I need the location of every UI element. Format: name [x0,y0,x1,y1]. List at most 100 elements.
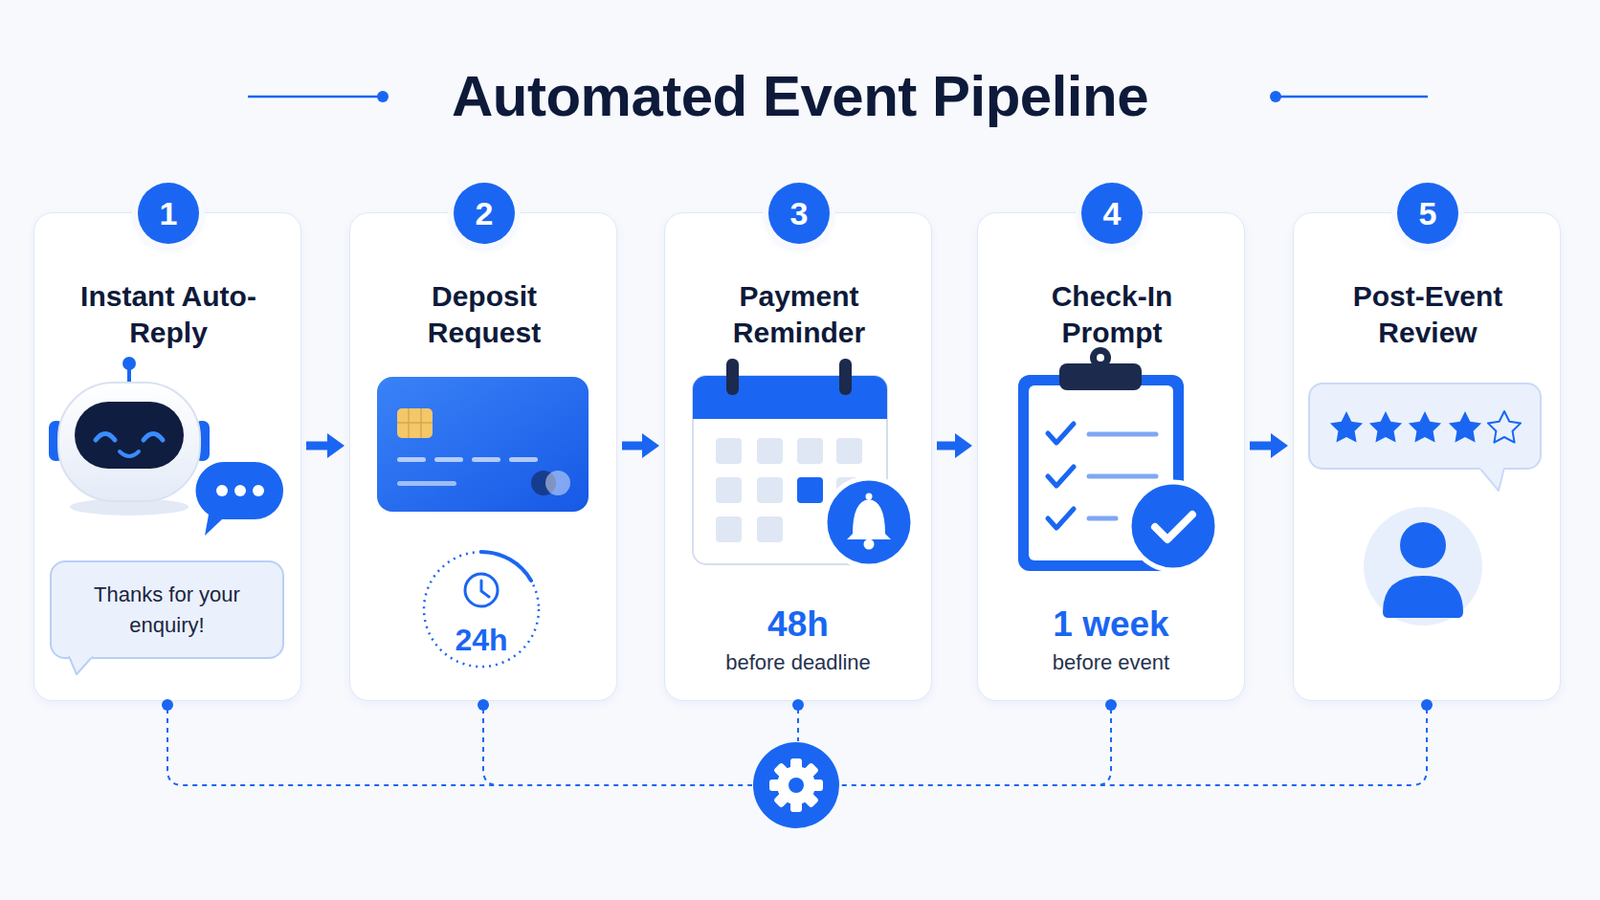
bubble-tail [68,656,93,675]
step-title: Check-In Prompt [1016,278,1208,352]
flow-arrow [622,433,660,459]
arrow-head [1270,433,1289,459]
automation-line [1095,709,1112,786]
bell-badge [824,478,913,567]
calendar-header [692,376,888,420]
card-number-dash [434,457,464,463]
step-number: 1 [137,182,200,245]
calendar-cell [715,438,742,465]
arrow-head [955,433,973,459]
calendar-ring [839,358,852,396]
calendar-cell [836,438,863,465]
rating-star [1448,411,1482,444]
rating-star [1408,411,1442,444]
automation-line [797,709,800,742]
title-dot [377,90,389,103]
speech-bubble: Thanks for your enquiry! [49,560,285,660]
rating-bubble [1309,383,1541,469]
card-number-dash [397,457,426,463]
bell-knob [866,493,873,501]
step-number-circle: 5 [1397,182,1459,245]
calendar-cell [715,477,742,504]
bubble-tail-seam [69,655,92,659]
card-chip-line [397,422,433,424]
gear-badge [753,742,840,829]
rating-bubble-tail [1479,467,1505,491]
robot-eye [95,434,115,442]
robot-antenna-tip [122,356,136,371]
calendar-cell [756,477,783,504]
gear-hole [788,777,804,794]
typing-dot [234,485,246,497]
timer-badge: 24h [418,546,545,673]
calendar-cell [797,438,823,465]
diagram-title: Automated Event Pipeline [0,59,1600,134]
checklist-line [1088,432,1156,438]
arrow-shaft [306,442,331,451]
step-number-circle: 2 [453,182,515,245]
step-title: Post-Event Review [1332,278,1524,352]
avatar-head [1400,522,1446,569]
flow-arrow [306,433,345,459]
rating-star [1330,411,1363,444]
rating-star [1369,411,1402,444]
flow-arrow [936,433,973,459]
clock-hands [481,580,489,598]
step-number: 3 [768,182,830,245]
arrow-shaft [622,442,645,451]
card-number-dash [471,457,501,463]
gear-body [777,766,816,805]
step-number-circle: 1 [137,182,200,245]
timing-value: 48h [665,603,932,646]
clipboard-ring-hole [1096,354,1105,362]
timing-note: before deadline [665,649,932,677]
connector-dot [1421,699,1433,712]
typing-dot [252,485,265,497]
step-title: Instant Auto-Reply [72,278,265,352]
step-number: 2 [453,182,515,245]
check-icon [1155,514,1193,540]
automation-line [483,709,499,786]
avatar-body [1382,576,1464,619]
automation-line [840,709,1427,786]
calendar-cell-highlight [797,477,823,504]
calendar-cell [756,438,783,465]
connector-dot [1105,699,1117,712]
typing-bubble [196,462,284,536]
checklist-line [1088,474,1156,480]
timing-value: 1 week [977,603,1245,646]
title-dot [1269,90,1282,103]
credit-card [377,377,589,512]
rating-star-empty [1488,411,1521,444]
avatar-circle [1363,507,1483,626]
step-title: Payment Reminder [703,278,895,352]
robot-eye [143,434,163,442]
bell-clapper [864,539,875,551]
checkmark [1047,509,1074,529]
rating-bubble-seam [1480,466,1504,470]
arrow-shaft [1249,442,1274,451]
clock-face [465,574,498,607]
calendar-ring [726,358,739,396]
card-chip [397,408,433,439]
title-rule [1275,95,1428,99]
connector-dot [161,699,174,712]
bell-icon [846,499,891,540]
reply-text: Thanks for your enquiry! [80,579,254,642]
typing-dot [216,485,228,497]
timer-value: 24h [418,622,545,658]
checklist-line [1088,516,1116,522]
calendar-cell [715,516,742,543]
step-number-circle: 4 [1081,182,1143,245]
check-badge [1129,482,1218,571]
timing-note: before event [977,649,1245,677]
checkmark [1047,466,1074,487]
gear-icon [769,758,823,813]
robot-visor [74,401,184,469]
clipboard-clip [1059,363,1142,391]
checkmark [1047,423,1074,444]
arrow-shaft [936,442,958,451]
